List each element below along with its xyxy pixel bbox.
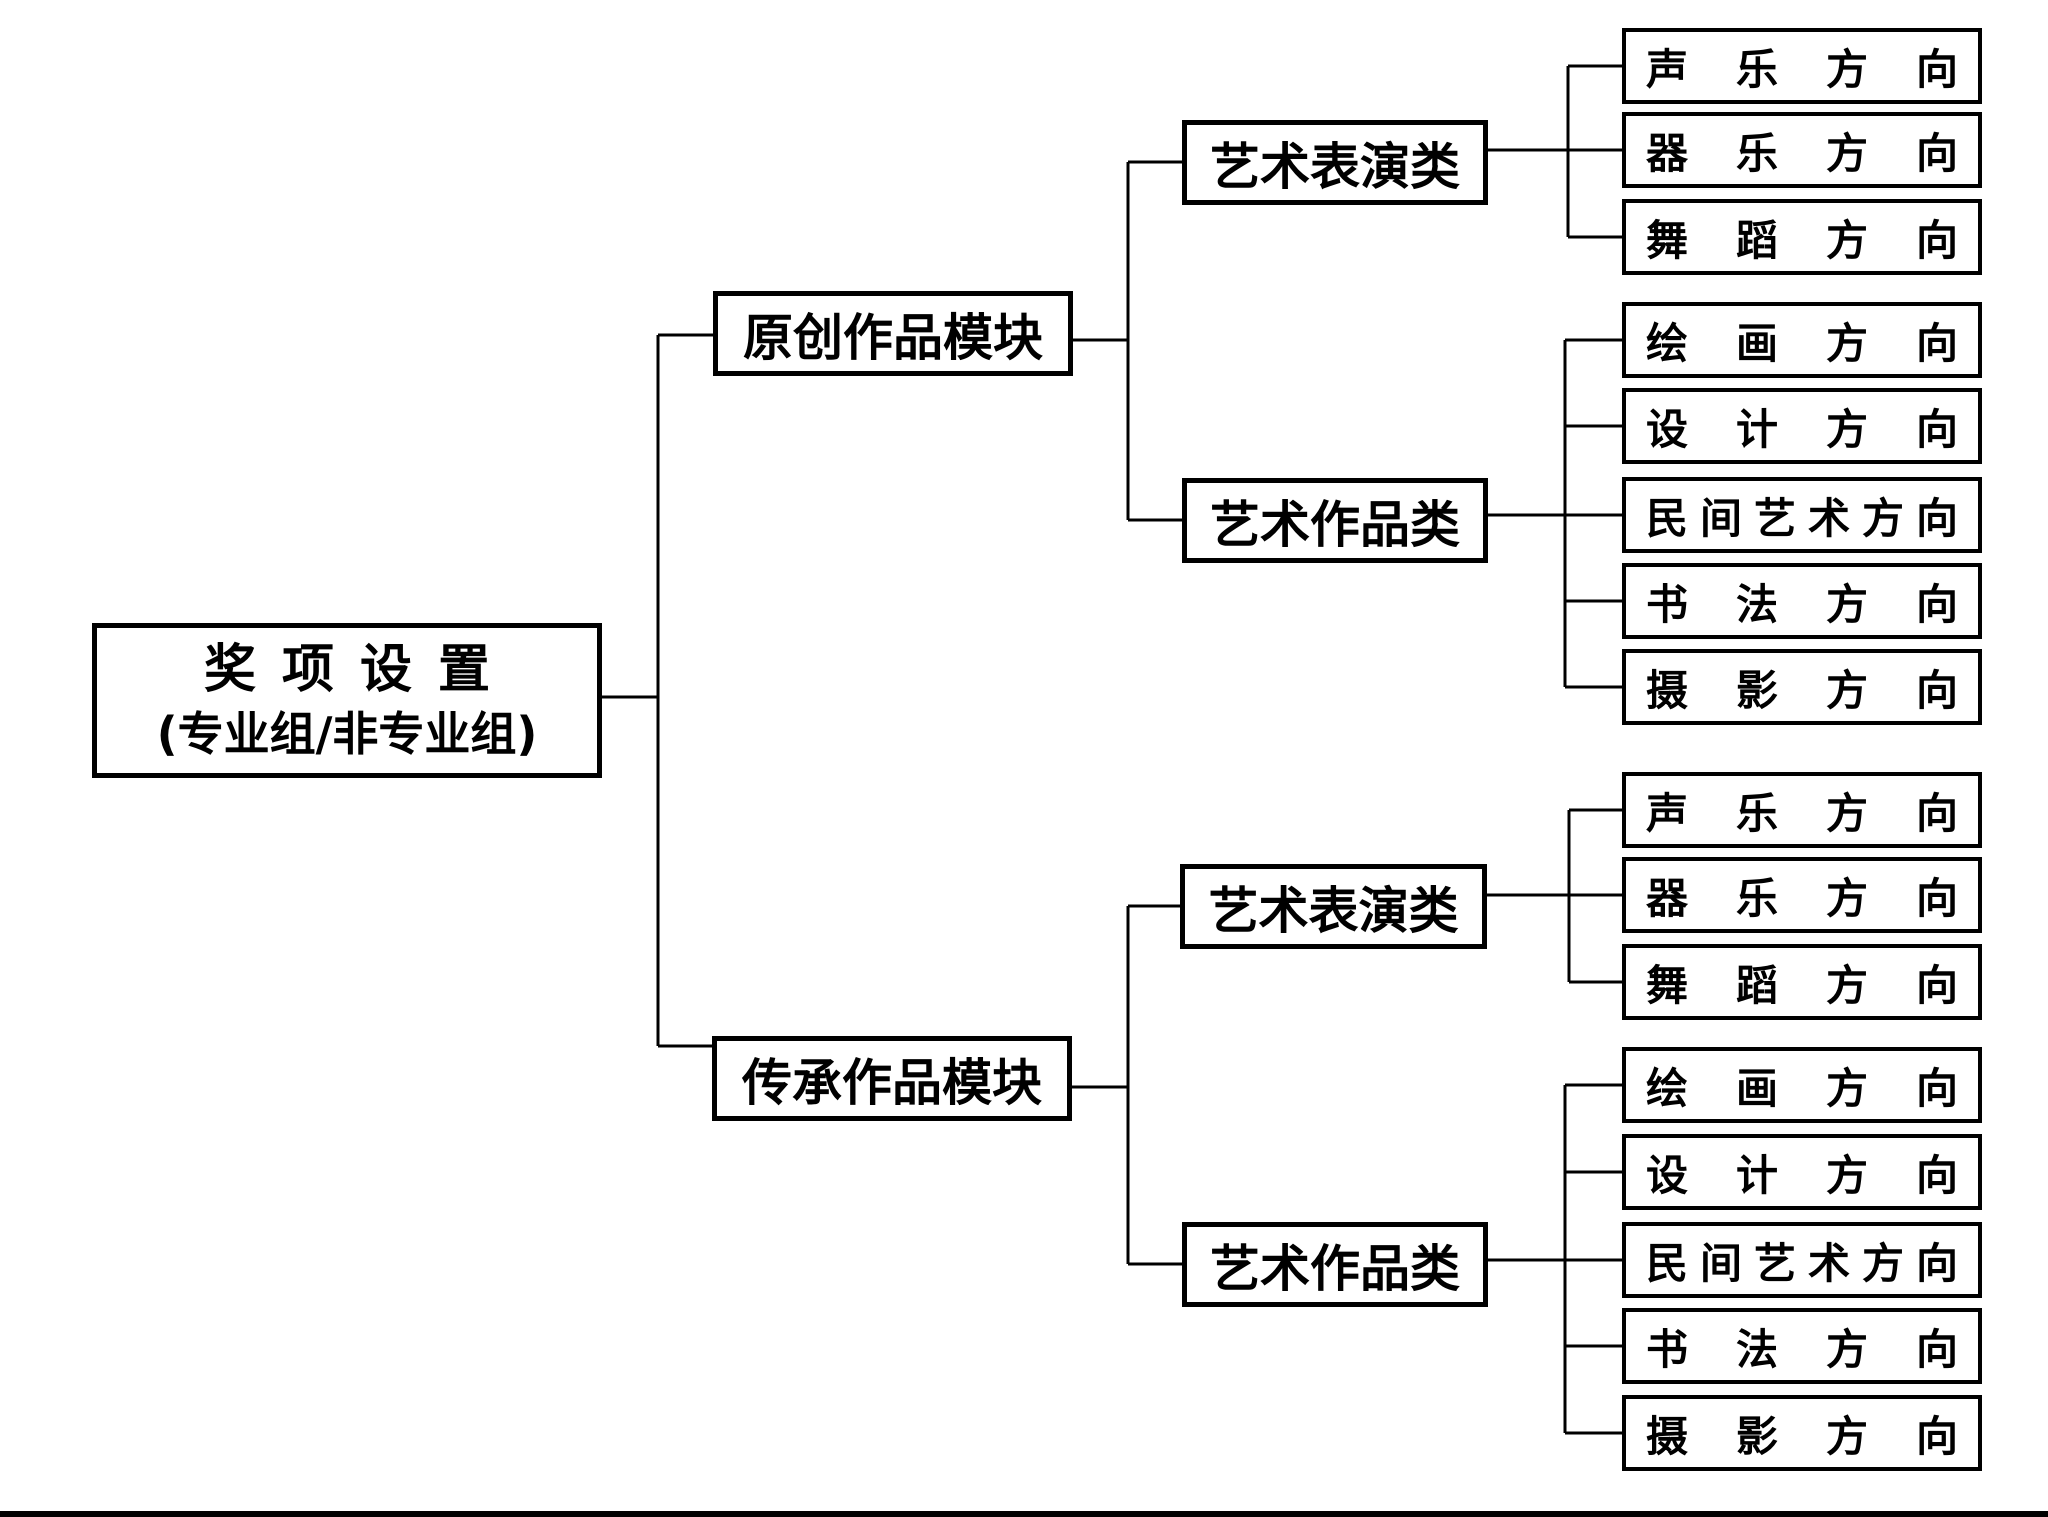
direction-node: 民间艺术方向 [1622, 477, 1982, 553]
direction-node: 器乐方向 [1622, 112, 1982, 188]
root-subtitle: (专业组/非专业组) [156, 707, 538, 762]
direction-label: 书法方向 [1646, 579, 1958, 629]
direction-label: 舞蹈方向 [1646, 960, 1958, 1010]
direction-label: 民间艺术方向 [1646, 493, 1958, 543]
direction-node: 舞蹈方向 [1622, 944, 1982, 1020]
direction-label: 绘画方向 [1646, 318, 1958, 368]
direction-node: 书法方向 [1622, 563, 1982, 639]
direction-node: 绘画方向 [1622, 1047, 1982, 1123]
direction-node: 声乐方向 [1622, 772, 1982, 848]
direction-label: 舞蹈方向 [1646, 215, 1958, 265]
direction-label: 声乐方向 [1646, 44, 1958, 94]
direction-node: 摄影方向 [1622, 649, 1982, 725]
direction-node: 声乐方向 [1622, 28, 1982, 104]
direction-label: 器乐方向 [1646, 128, 1958, 178]
direction-node: 民间艺术方向 [1622, 1222, 1982, 1298]
direction-label: 摄影方向 [1646, 665, 1958, 715]
direction-label: 绘画方向 [1646, 1063, 1958, 1113]
direction-node: 绘画方向 [1622, 302, 1982, 378]
direction-label: 设计方向 [1646, 404, 1958, 454]
direction-node: 舞蹈方向 [1622, 199, 1982, 275]
direction-label: 器乐方向 [1646, 873, 1958, 923]
direction-label: 声乐方向 [1646, 788, 1958, 838]
direction-node: 设计方向 [1622, 1134, 1982, 1210]
category-node-performance-original: 艺术表演类 [1182, 120, 1488, 205]
direction-node: 器乐方向 [1622, 857, 1982, 933]
direction-label: 民间艺术方向 [1646, 1238, 1958, 1288]
category-node-artworks-original: 艺术作品类 [1182, 478, 1488, 563]
root-node-award-settings: 奖项设置 (专业组/非专业组) [92, 623, 602, 778]
module-node-original: 原创作品模块 [713, 291, 1073, 376]
direction-label: 设计方向 [1646, 1150, 1958, 1200]
category-node-artworks-heritage: 艺术作品类 [1182, 1222, 1488, 1307]
direction-label: 书法方向 [1646, 1324, 1958, 1374]
bottom-rule [0, 1511, 2048, 1517]
direction-node: 摄影方向 [1622, 1395, 1982, 1471]
direction-node: 书法方向 [1622, 1308, 1982, 1384]
root-title: 奖项设置 [203, 639, 516, 700]
direction-node: 设计方向 [1622, 388, 1982, 464]
category-node-performance-heritage: 艺术表演类 [1180, 864, 1487, 949]
module-node-heritage: 传承作品模块 [712, 1036, 1072, 1121]
direction-label: 摄影方向 [1646, 1411, 1958, 1461]
